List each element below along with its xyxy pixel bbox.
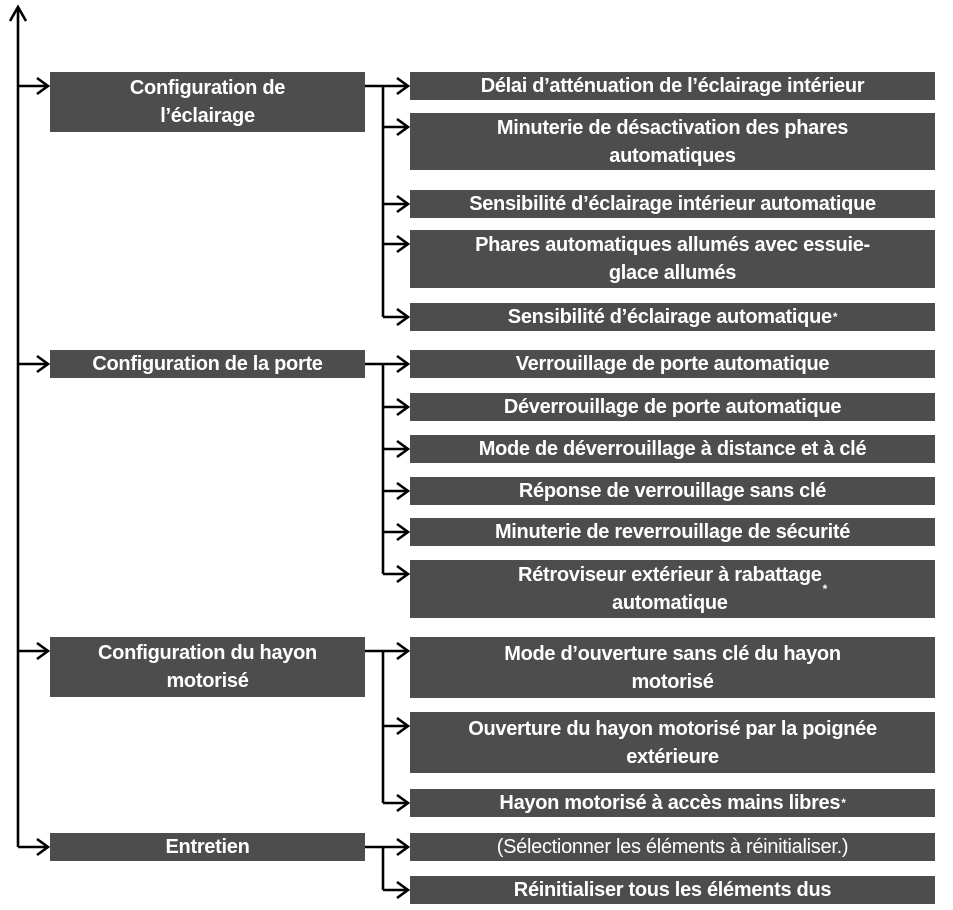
arrowhead-right-icon	[396, 76, 411, 96]
category-box-label: Configuration de l’éclairage	[129, 77, 286, 127]
category-box-label: Entretien	[165, 836, 250, 858]
arrowhead-right-icon	[396, 564, 411, 584]
arrowhead-right-icon	[396, 397, 411, 417]
category-box-label: Configuration de la porte	[92, 353, 323, 375]
menu-item-box: Hayon motorisé à accès mains libres*	[410, 789, 935, 817]
menu-item-box-label: Déverrouillage de porte automatique	[503, 396, 842, 418]
menu-item-box-label: Verrouillage de porte automatique	[515, 353, 830, 375]
arrowhead-right-icon	[36, 76, 51, 96]
category-box-label: Configuration du hayon motorisé	[98, 642, 317, 692]
arrowhead-right-icon	[396, 522, 411, 542]
menu-item-box: Déverrouillage de porte automatique	[410, 393, 935, 421]
arrowhead-right-icon	[396, 439, 411, 459]
menu-item-box: Mode d’ouverture sans clé du hayon motor…	[410, 637, 935, 698]
menu-item-box: Sensibilité d’éclairage automatique*	[410, 303, 935, 331]
arrowhead-right-icon	[396, 194, 411, 214]
menu-item-box-label: Mode d’ouverture sans clé du hayon motor…	[504, 642, 841, 693]
arrowhead-right-icon	[396, 837, 411, 857]
arrowhead-right-icon	[396, 307, 411, 327]
menu-item-box: Ouverture du hayon motorisé par la poign…	[410, 712, 935, 773]
arrowhead-right-icon	[36, 837, 51, 857]
arrowhead-right-icon	[36, 354, 51, 374]
arrowhead-right-icon	[396, 234, 411, 254]
menu-item-box: Minuterie de désactivation des phares au…	[410, 113, 935, 170]
arrowhead-up-icon	[8, 4, 28, 22]
menu-item-box-label: Rétroviseur extérieur à rabattage automa…	[518, 564, 822, 614]
menu-item-box-label: Phares automatiques allumés avec essuie-…	[475, 234, 870, 284]
menu-item-box-label: Minuterie de reverrouillage de sécurité	[494, 521, 851, 543]
arrowhead-right-icon	[396, 880, 411, 900]
arrowhead-right-icon	[396, 117, 411, 137]
menu-item-box: Verrouillage de porte automatique	[410, 350, 935, 378]
menu-item-box-label: Délai d’atténuation de l’éclairage intér…	[480, 75, 865, 97]
menu-item-box-label: Sensibilité d’éclairage intérieur automa…	[469, 193, 876, 215]
menu-item-box-label: Mode de déverrouillage à distance et à c…	[478, 438, 867, 460]
menu-item-box: Minuterie de reverrouillage de sécurité	[410, 518, 935, 546]
menu-item-box-label: Minuterie de désactivation des phares au…	[496, 116, 849, 167]
menu-item-box: Sensibilité d’éclairage intérieur automa…	[410, 190, 935, 218]
arrowhead-right-icon	[396, 641, 411, 661]
category-box: Configuration de la porte	[50, 350, 365, 378]
category-box: Configuration de l’éclairage	[50, 72, 365, 132]
menu-item-box: Mode de déverrouillage à distance et à c…	[410, 435, 935, 463]
menu-item-box-label: Hayon motorisé à accès mains libres	[499, 792, 841, 814]
category-box: Entretien	[50, 833, 365, 861]
category-box: Configuration du hayon motorisé	[50, 637, 365, 697]
arrowhead-right-icon	[396, 354, 411, 374]
arrowhead-right-icon	[36, 641, 51, 661]
menu-item-box: Réinitialiser tous les éléments dus	[410, 876, 935, 904]
menu-item-box-label: Réinitialiser tous les éléments dus	[513, 879, 832, 901]
menu-item-box-label: Réponse de verrouillage sans clé	[518, 480, 827, 502]
arrowhead-right-icon	[396, 716, 411, 736]
menu-item-box-label: (Sélectionner les éléments à réinitialis…	[496, 836, 849, 858]
menu-item-box-label: Ouverture du hayon motorisé par la poign…	[468, 717, 877, 768]
menu-item-box: Phares automatiques allumés avec essuie-…	[410, 230, 935, 288]
menu-item-box: Rétroviseur extérieur à rabattage automa…	[410, 560, 935, 618]
arrowhead-right-icon	[396, 481, 411, 501]
menu-item-box: Réponse de verrouillage sans clé	[410, 477, 935, 505]
menu-item-box: (Sélectionner les éléments à réinitialis…	[410, 833, 935, 861]
menu-item-box: Délai d’atténuation de l’éclairage intér…	[410, 72, 935, 100]
arrowhead-right-icon	[396, 793, 411, 813]
menu-item-box-label: Sensibilité d’éclairage automatique	[507, 306, 832, 328]
